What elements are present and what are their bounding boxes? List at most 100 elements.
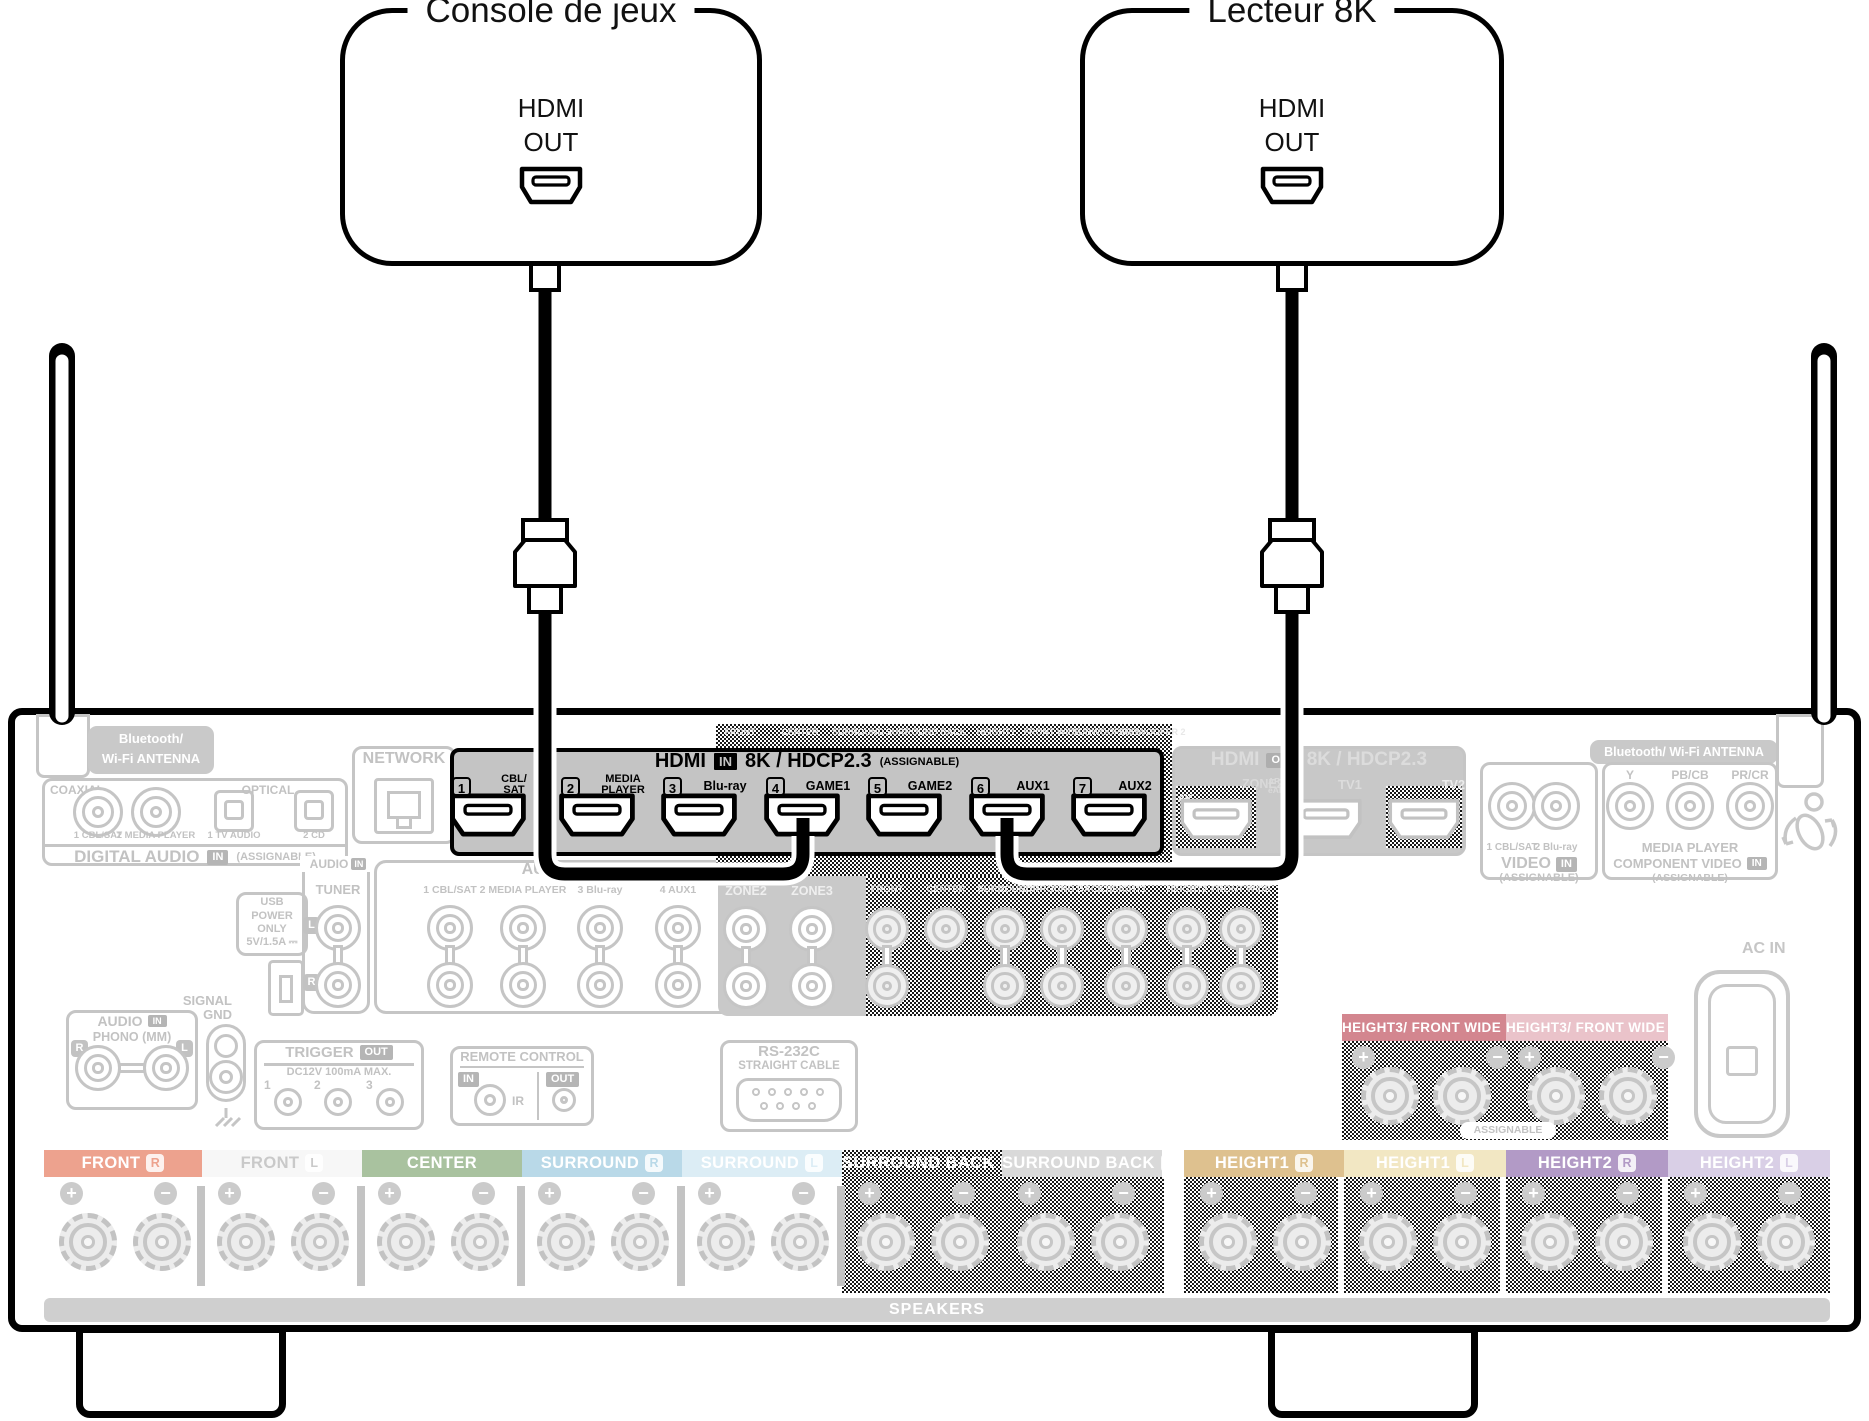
hdmi-in-port-number: 2 <box>561 777 580 796</box>
audio-col-label: 3 Blu-ray <box>577 884 623 896</box>
hdmi-out-tv2-label: TV2 <box>1442 778 1465 792</box>
remote-title: REMOTE CONTROL <box>460 1049 584 1064</box>
remote-out-inner <box>560 1096 568 1104</box>
component-jack-label: PR/CR <box>1731 768 1769 782</box>
jack-link <box>118 1063 146 1073</box>
speaker-binding-post <box>1433 1067 1491 1125</box>
height3-assignable-tag: ASSIGNABLE <box>1460 1122 1556 1139</box>
rca-jack-icon <box>1104 964 1148 1008</box>
pre-out-jack <box>924 907 968 951</box>
rca-jack-icon <box>577 962 623 1008</box>
trigger-jack-number: 3 <box>366 1078 373 1092</box>
audio-col-label: 2 MEDIA PLAYER <box>479 884 567 896</box>
pre-out-label: FRONT WIDE <box>1210 884 1272 895</box>
usb-line: 5V/1.5A ⎓ <box>246 936 298 948</box>
db9-pin <box>808 1102 816 1110</box>
polarity-minus-sign: − <box>312 1182 335 1205</box>
remote-divider <box>460 1066 584 1068</box>
zone-label: ZONE3 <box>791 884 833 898</box>
speaker-binding-post <box>931 1213 989 1271</box>
speaker-binding-post <box>291 1213 349 1271</box>
hdmi-in-port-number: 1 <box>452 777 471 796</box>
hdmi-port-icon <box>519 165 583 207</box>
speaker-binding-post <box>1273 1213 1331 1271</box>
speakers-section-label: SPEAKERS <box>44 1298 1830 1322</box>
coaxial-jack-icon <box>131 787 181 837</box>
rca-jack-icon <box>577 905 623 951</box>
speaker-binding-post <box>1433 1213 1491 1271</box>
optical-port-icon <box>214 790 254 832</box>
height3-frontwide-l-header: HEIGHT3/ FRONT WIDEL <box>1506 1014 1668 1041</box>
speaker-divider <box>357 1186 365 1286</box>
speaker-binding-post <box>451 1213 509 1271</box>
hdmi-in-port-label: Blu-ray <box>703 779 747 793</box>
speaker-divider-white <box>1338 1177 1344 1293</box>
speaker-binding-post <box>697 1213 755 1271</box>
bt-line2: Wi-Fi ANTENNA <box>101 751 201 766</box>
polarity-plus-sign: + <box>1200 1182 1223 1205</box>
polarity-plus-sign: + <box>698 1182 721 1205</box>
db9-pin <box>792 1102 800 1110</box>
device-box-game-console: Console de jeux HDMI OUT <box>340 0 762 266</box>
trigger-divider <box>264 1063 414 1066</box>
speaker-binding-post <box>1521 1213 1579 1271</box>
component-jack-label: Y <box>1625 768 1635 782</box>
speaker-header-center: CENTER <box>362 1150 522 1177</box>
polarity-minus-sign: − <box>1112 1182 1135 1205</box>
audio-col-label: 1 CBL/SAT <box>423 884 477 896</box>
pre-out-label: HEIGHT1 <box>1105 884 1147 895</box>
pre-out-top-label: FRONT <box>724 727 756 737</box>
polarity-sign: + <box>1352 1046 1375 1069</box>
polarity-plus-sign: + <box>858 1182 881 1205</box>
phono-label: PHONO (MM) <box>92 1030 172 1044</box>
hdmi-port-icon <box>1289 798 1363 840</box>
audio-col-label: 4 AUX1 <box>659 884 697 896</box>
rs232-box <box>720 1040 858 1132</box>
height3-frontwide-r-header: HEIGHT3/ FRONT WIDER <box>1342 1014 1506 1041</box>
hdmi-out-label: HDMI <box>517 93 585 123</box>
gnd-post-icon <box>206 1024 246 1102</box>
db9-pin <box>816 1088 824 1096</box>
ir-jack-inner <box>484 1094 496 1106</box>
db9-port-icon <box>736 1078 842 1122</box>
polarity-minus-sign: − <box>1454 1182 1477 1205</box>
remote-in-badge: IN <box>458 1072 479 1087</box>
rca-jack-icon <box>723 906 769 952</box>
arc-earc-label: ARC/eARC <box>1268 776 1292 795</box>
antenna-mount-right <box>1776 714 1824 788</box>
antenna-rotate-icon <box>1780 792 1840 864</box>
hdmi-in-port-label: GAME1 <box>805 779 851 793</box>
digital-audio-box <box>42 778 348 866</box>
rca-jack-icon <box>315 962 361 1008</box>
optical-inner <box>304 800 324 820</box>
coaxial-jack-icon <box>73 787 123 837</box>
receiver-foot-left <box>76 1326 286 1418</box>
db9-pin <box>752 1088 760 1096</box>
trigger-box <box>254 1040 424 1130</box>
hdmi-port-icon <box>1260 165 1324 207</box>
usb-inner <box>279 975 293 1003</box>
rs232-title: RS-232C <box>758 1043 820 1060</box>
hdmi-in-port-number: 6 <box>971 777 990 796</box>
component-note: (ASSIGNABLE) <box>1652 872 1728 884</box>
pre-out-top-label: SURROUND BACK <box>885 727 967 737</box>
ac-inlet-icon <box>1694 970 1790 1138</box>
speaker-binding-post <box>1017 1213 1075 1271</box>
db9-pin <box>760 1102 768 1110</box>
polarity-minus-sign: − <box>1294 1182 1317 1205</box>
rca-jack-icon <box>865 964 909 1008</box>
hdmi-out-tv1-label: TV1 <box>1338 777 1362 792</box>
speaker-binding-post <box>1527 1067 1585 1125</box>
optical-label: OPTICAL <box>241 783 295 797</box>
pre-out-label: SURROUND <box>977 884 1033 895</box>
